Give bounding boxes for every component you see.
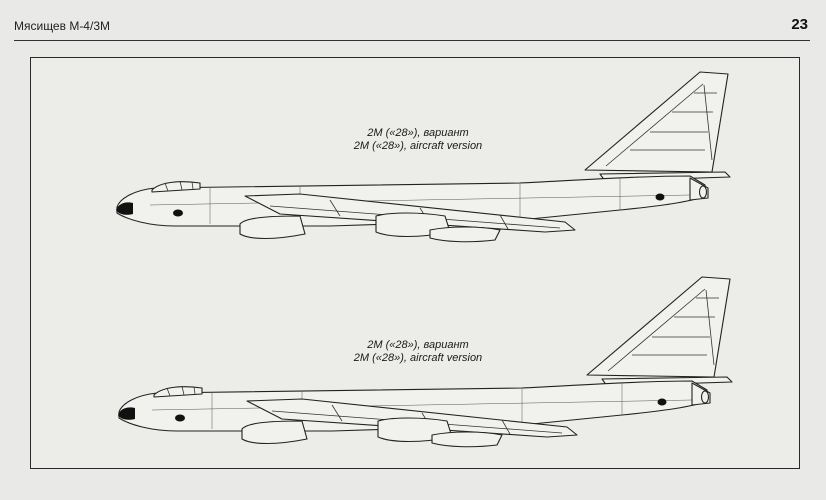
caption-bottom-en: 2M («28»), aircraft version xyxy=(353,352,483,364)
caption-top: 2М («28»), вариант 2M («28»), aircraft v… xyxy=(318,127,518,153)
aircraft-top xyxy=(115,71,731,243)
page-header: Мясищев М-4/3М 23 xyxy=(14,16,810,38)
caption-bottom-ru: 2М («28»), вариант xyxy=(367,339,469,351)
caption-top-en: 2M («28»), aircraft version xyxy=(353,140,483,152)
running-title: Мясищев М-4/3М xyxy=(14,19,110,33)
caption-bottom: 2М («28»), вариант 2M («28»), aircraft v… xyxy=(318,339,518,365)
header-rule xyxy=(14,40,810,41)
page-number: 23 xyxy=(791,16,808,33)
caption-top-ru: 2М («28»), вариант xyxy=(367,127,469,139)
